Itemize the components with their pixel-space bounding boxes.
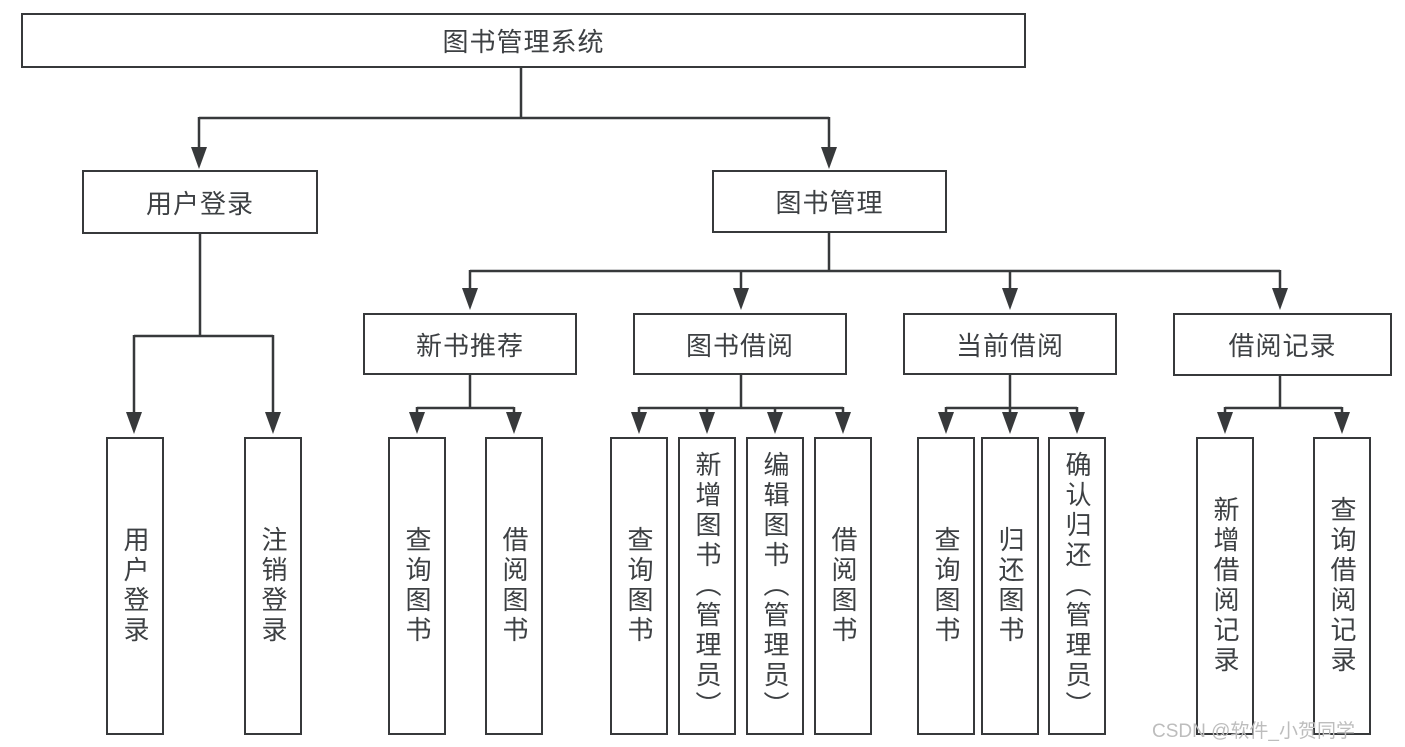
leaf-query-books-borrowing: 查询图书 — [610, 437, 668, 735]
leaf-query-books-current-label: 查询图书 — [931, 526, 961, 646]
leaf-borrow-books-recommend-label: 借阅图书 — [499, 526, 529, 646]
leaf-query-books-current: 查询图书 — [917, 437, 975, 735]
leaf-query-borrow-record: 查询借阅记录 — [1313, 437, 1371, 735]
csdn-watermark: CSDN @软件_小贺同学 — [1152, 721, 1355, 742]
node-borrowing-records-label: 借阅记录 — [1228, 331, 1337, 361]
leaf-logout: 注销登录 — [244, 437, 302, 735]
leaf-borrow-books-recommend: 借阅图书 — [485, 437, 543, 735]
leaf-user-login: 用户登录 — [106, 437, 164, 735]
leaf-query-books-recommend: 查询图书 — [388, 437, 446, 735]
leaf-confirm-return-admin: 确认归还（管理员） — [1048, 437, 1106, 735]
node-root: 图书管理系统 — [21, 13, 1026, 68]
leaf-add-borrow-record-label: 新增借阅记录 — [1210, 496, 1240, 676]
node-root-label: 图书管理系统 — [442, 27, 605, 57]
node-book-management: 图书管理 — [712, 170, 947, 233]
node-user-login: 用户登录 — [82, 170, 318, 234]
arrowheads — [126, 147, 1350, 434]
node-current-borrowing: 当前借阅 — [903, 313, 1117, 375]
node-current-borrowing-label: 当前借阅 — [955, 330, 1064, 361]
leaf-user-login-label: 用户登录 — [120, 526, 150, 646]
node-new-book-recommend: 新书推荐 — [363, 313, 577, 375]
leaf-add-books-admin-label: 新增图书（管理员） — [692, 451, 722, 721]
leaf-query-books-recommend-label: 查询图书 — [402, 526, 432, 646]
leaf-edit-books-admin-label: 编辑图书（管理员） — [760, 451, 790, 721]
leaf-borrow-books-label: 借阅图书 — [828, 526, 858, 646]
leaf-return-books-label: 归还图书 — [995, 526, 1025, 646]
node-borrowing-records: 借阅记录 — [1173, 313, 1392, 376]
node-user-login-label: 用户登录 — [145, 188, 254, 219]
leaf-confirm-return-admin-label: 确认归还（管理员） — [1062, 451, 1092, 721]
node-book-borrowing-label: 图书借阅 — [685, 330, 794, 361]
leaf-logout-label: 注销登录 — [258, 526, 288, 646]
node-book-borrowing: 图书借阅 — [633, 313, 847, 375]
leaf-edit-books-admin: 编辑图书（管理员） — [746, 437, 804, 735]
node-book-management-label: 图书管理 — [775, 188, 884, 218]
leaf-add-borrow-record: 新增借阅记录 — [1196, 437, 1254, 735]
leaf-query-books-borrowing-label: 查询图书 — [624, 526, 654, 646]
leaf-borrow-books: 借阅图书 — [814, 437, 872, 735]
node-new-book-recommend-label: 新书推荐 — [415, 330, 524, 361]
leaf-query-borrow-record-label: 查询借阅记录 — [1327, 496, 1357, 676]
leaf-add-books-admin: 新增图书（管理员） — [678, 437, 736, 735]
leaf-return-books: 归还图书 — [981, 437, 1039, 735]
